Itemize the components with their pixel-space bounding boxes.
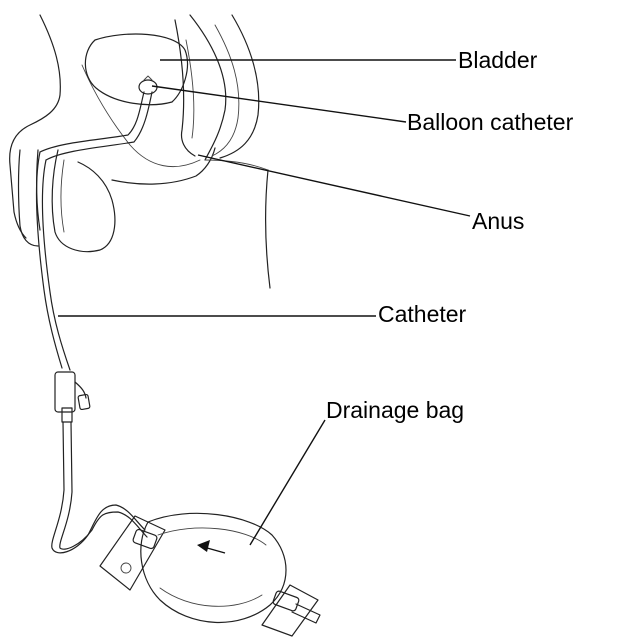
drainage-bag-shape — [100, 513, 320, 636]
flow-arrow-icon — [197, 540, 210, 552]
drainage-bag-label: Drainage bag — [326, 397, 464, 423]
body-outline — [10, 15, 270, 288]
balloon-catheter-leader — [152, 86, 406, 122]
bladder-label: Bladder — [458, 47, 538, 73]
anus-label: Anus — [472, 208, 524, 234]
anus-leader — [198, 155, 470, 216]
catheter-label: Catheter — [378, 301, 467, 327]
balloon-catheter-shape — [40, 76, 157, 160]
catheter-tube — [37, 152, 147, 553]
bladder-shape — [85, 34, 187, 105]
drainage-bag-leader — [250, 420, 325, 545]
balloon-catheter-label: Balloon catheter — [407, 109, 574, 135]
